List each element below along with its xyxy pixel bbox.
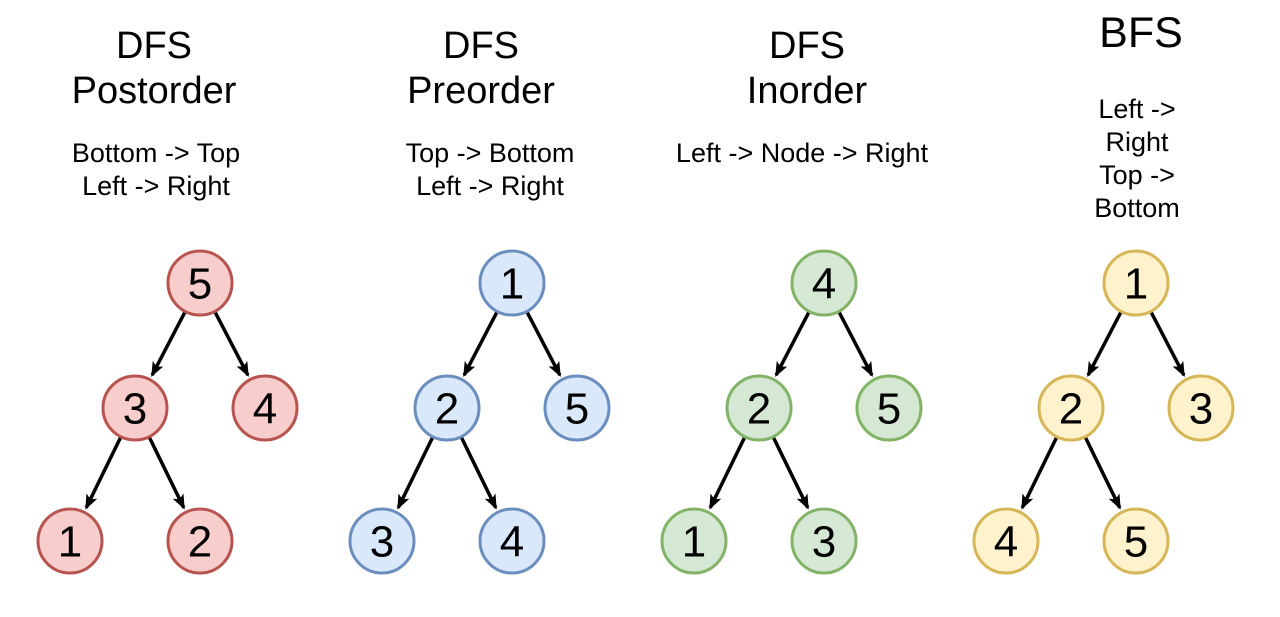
tree-dfs-postorder: 5 3 4 1 2 [36, 249, 299, 575]
tree-node-label: 4 [253, 384, 277, 433]
edge-arrow [84, 436, 123, 510]
tree-node-label: 3 [1189, 384, 1213, 433]
tree-node-label: 4 [500, 517, 524, 566]
edge-arrow [396, 436, 435, 510]
edge-arrow [213, 311, 250, 377]
tree-node-label: 5 [877, 384, 901, 433]
tree-node-label: 5 [1124, 517, 1148, 566]
tree-dfs-preorder: 1 2 5 3 4 [348, 249, 611, 575]
tree-node-circle [972, 507, 1040, 575]
edge-arrow [708, 436, 747, 510]
tree-node-label: 3 [123, 384, 147, 433]
tree-node-label: 1 [500, 259, 524, 308]
tree-node-label: 4 [994, 517, 1018, 566]
tree-node-circle [660, 507, 728, 575]
edge-arrow [462, 311, 499, 377]
tree-node-label: 2 [747, 384, 771, 433]
tree-node-label: 3 [370, 517, 394, 566]
tree-node-label: 1 [58, 517, 82, 566]
tree-node-circle [543, 374, 611, 442]
tree-node-circle [478, 249, 546, 317]
column-title-bfs: BFS [1099, 9, 1183, 57]
tree-node-label: 5 [565, 384, 589, 433]
tree-node-circle [231, 374, 299, 442]
tree-node-circle [36, 507, 104, 575]
column-subtitle-bfs: Left -> Right Top -> Bottom [1094, 94, 1180, 223]
tree-node-circle [166, 507, 234, 575]
column-subtitle-dfs-postorder: Bottom -> Top Left -> Right [71, 138, 241, 201]
tree-node-circle [1102, 249, 1170, 317]
tree-node-circle [1102, 507, 1170, 575]
column-title-dfs-preorder: DFS Preorder [407, 25, 555, 112]
edge-arrow [1086, 311, 1123, 377]
tree-node-circle [348, 507, 416, 575]
tree-node-circle [855, 374, 923, 442]
tree-node-circle [790, 507, 858, 575]
edge-arrow [774, 311, 811, 377]
tree-node-label: 5 [188, 259, 212, 308]
edge-arrow [525, 311, 562, 377]
tree-node-label: 2 [1059, 384, 1083, 433]
tree-dfs-inorder: 4 2 5 1 3 [660, 249, 923, 575]
edge-arrow [147, 436, 186, 510]
column-title-dfs-inorder: DFS Inorder [746, 25, 868, 112]
column-subtitle-dfs-inorder: Left -> Node -> Right [675, 138, 929, 168]
edge-arrow [459, 436, 498, 510]
tree-node-label: 4 [812, 259, 836, 308]
tree-node-label: 1 [1124, 259, 1148, 308]
column-subtitle-dfs-preorder: Top -> Bottom Left -> Right [405, 138, 575, 201]
tree-node-circle [1037, 374, 1105, 442]
tree-node-circle [1167, 374, 1235, 442]
edge-arrow [1020, 436, 1059, 510]
tree-node-label: 1 [682, 517, 706, 566]
edge-arrow [837, 311, 874, 377]
edge-arrow [150, 311, 187, 377]
tree-node-circle [413, 374, 481, 442]
tree-node-label: 3 [812, 517, 836, 566]
edge-arrow [771, 436, 810, 510]
tree-node-label: 2 [188, 517, 212, 566]
tree-node-circle [725, 374, 793, 442]
column-title-dfs-postorder: DFS Postorder [71, 25, 237, 112]
tree-node-circle [101, 374, 169, 442]
tree-node-circle [478, 507, 546, 575]
edge-arrow [1083, 436, 1122, 510]
tree-bfs: 1 2 3 4 5 [972, 249, 1235, 575]
edge-arrow [1149, 311, 1186, 377]
tree-node-circle [166, 249, 234, 317]
tree-node-circle [790, 249, 858, 317]
tree-node-label: 2 [435, 384, 459, 433]
